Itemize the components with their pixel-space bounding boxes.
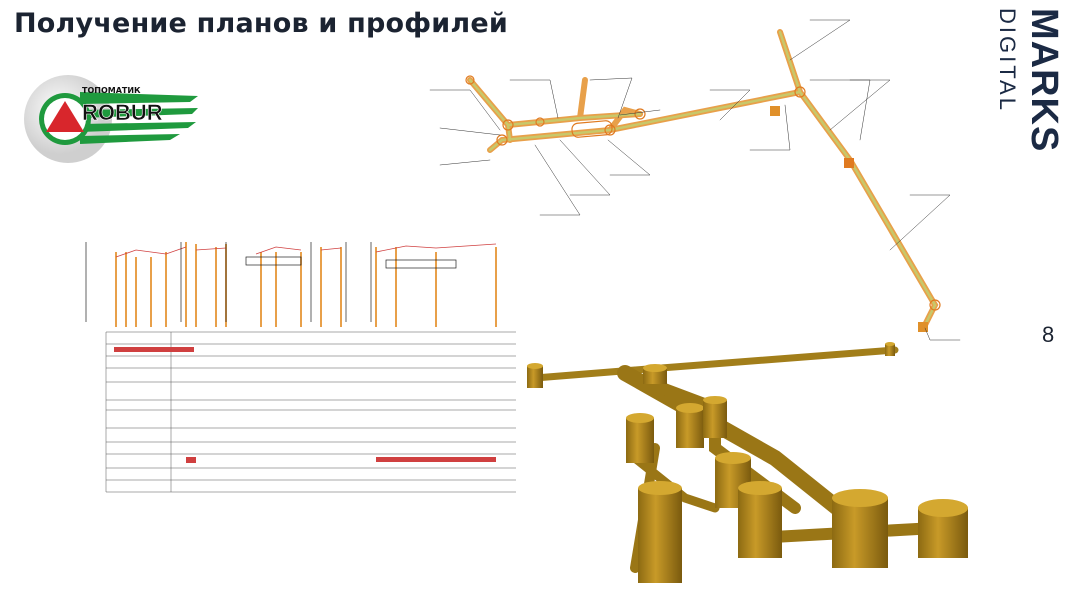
brand-logo: MARKS DIGITAL bbox=[995, 8, 1065, 218]
brand-marks: MARKS bbox=[1023, 8, 1065, 153]
logo-main-text: ROBUR bbox=[82, 100, 163, 125]
pipeline-3d-model bbox=[527, 342, 968, 583]
longitudinal-profile-drawing bbox=[85, 242, 516, 493]
slide-title: Получение планов и профилей bbox=[14, 8, 508, 39]
logo-top-text: ТОПОМАТИК bbox=[82, 86, 141, 95]
page-number: 8 bbox=[1042, 322, 1055, 347]
brand-digital: DIGITAL bbox=[995, 8, 1020, 113]
robur-logo: ТОПОМАТИК ROBUR bbox=[24, 75, 198, 163]
manhole-cylinders bbox=[527, 342, 968, 583]
network-plan-drawing bbox=[429, 19, 961, 341]
